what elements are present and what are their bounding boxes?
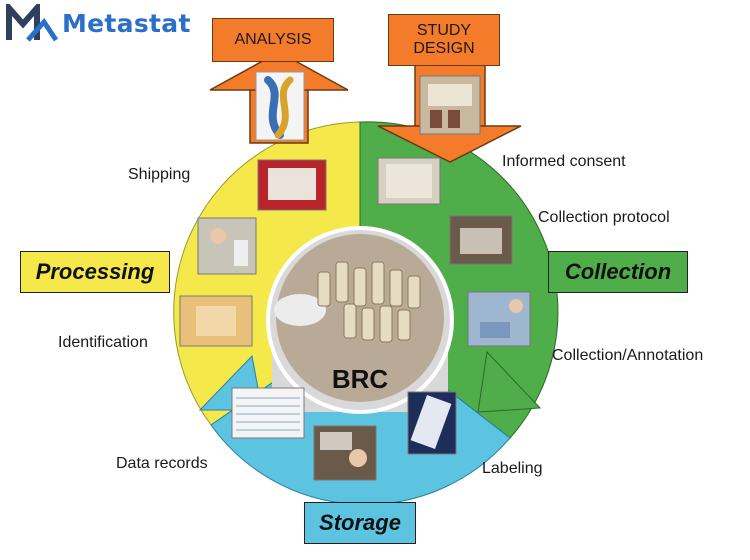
processing-label: Processing bbox=[35, 259, 155, 284]
storage-label-box: Storage bbox=[304, 502, 416, 544]
shipping-label: Shipping bbox=[128, 166, 191, 183]
collection-label: Collection bbox=[564, 259, 672, 284]
metastat-m-logo-icon bbox=[6, 4, 58, 42]
logo-text: Metastat bbox=[62, 8, 191, 38]
analysis-label-box: ANALYSIS bbox=[212, 18, 334, 62]
collection-annotation-label: Collection/Annotation bbox=[552, 347, 704, 364]
chromosome-photo bbox=[255, 71, 305, 141]
collection-protocol-label: Collection protocol bbox=[538, 209, 670, 226]
study-design-photo bbox=[419, 75, 481, 135]
metastat-logo: Metastat bbox=[6, 4, 191, 42]
specimen-vials bbox=[317, 261, 421, 343]
labeling-label: Labeling bbox=[482, 460, 543, 477]
collection-label-box: Collection bbox=[548, 251, 688, 293]
informed-consent-label: Informed consent bbox=[502, 153, 626, 170]
study-design-label-line2: DESIGN bbox=[413, 40, 475, 57]
processing-label-box: Processing bbox=[20, 251, 170, 293]
storage-label: Storage bbox=[319, 510, 401, 535]
identification-label: Identification bbox=[58, 334, 148, 351]
study-design-label-line1: STUDY bbox=[416, 21, 472, 39]
collection-to-storage-arrowhead bbox=[477, 350, 542, 413]
brc-label: BRC bbox=[331, 364, 389, 394]
analysis-label: ANALYSIS bbox=[234, 30, 312, 48]
study-design-label-box: STUDY DESIGN bbox=[388, 14, 500, 66]
glove-hand-photo bbox=[274, 294, 326, 326]
data-records-label: Data records bbox=[116, 455, 208, 472]
